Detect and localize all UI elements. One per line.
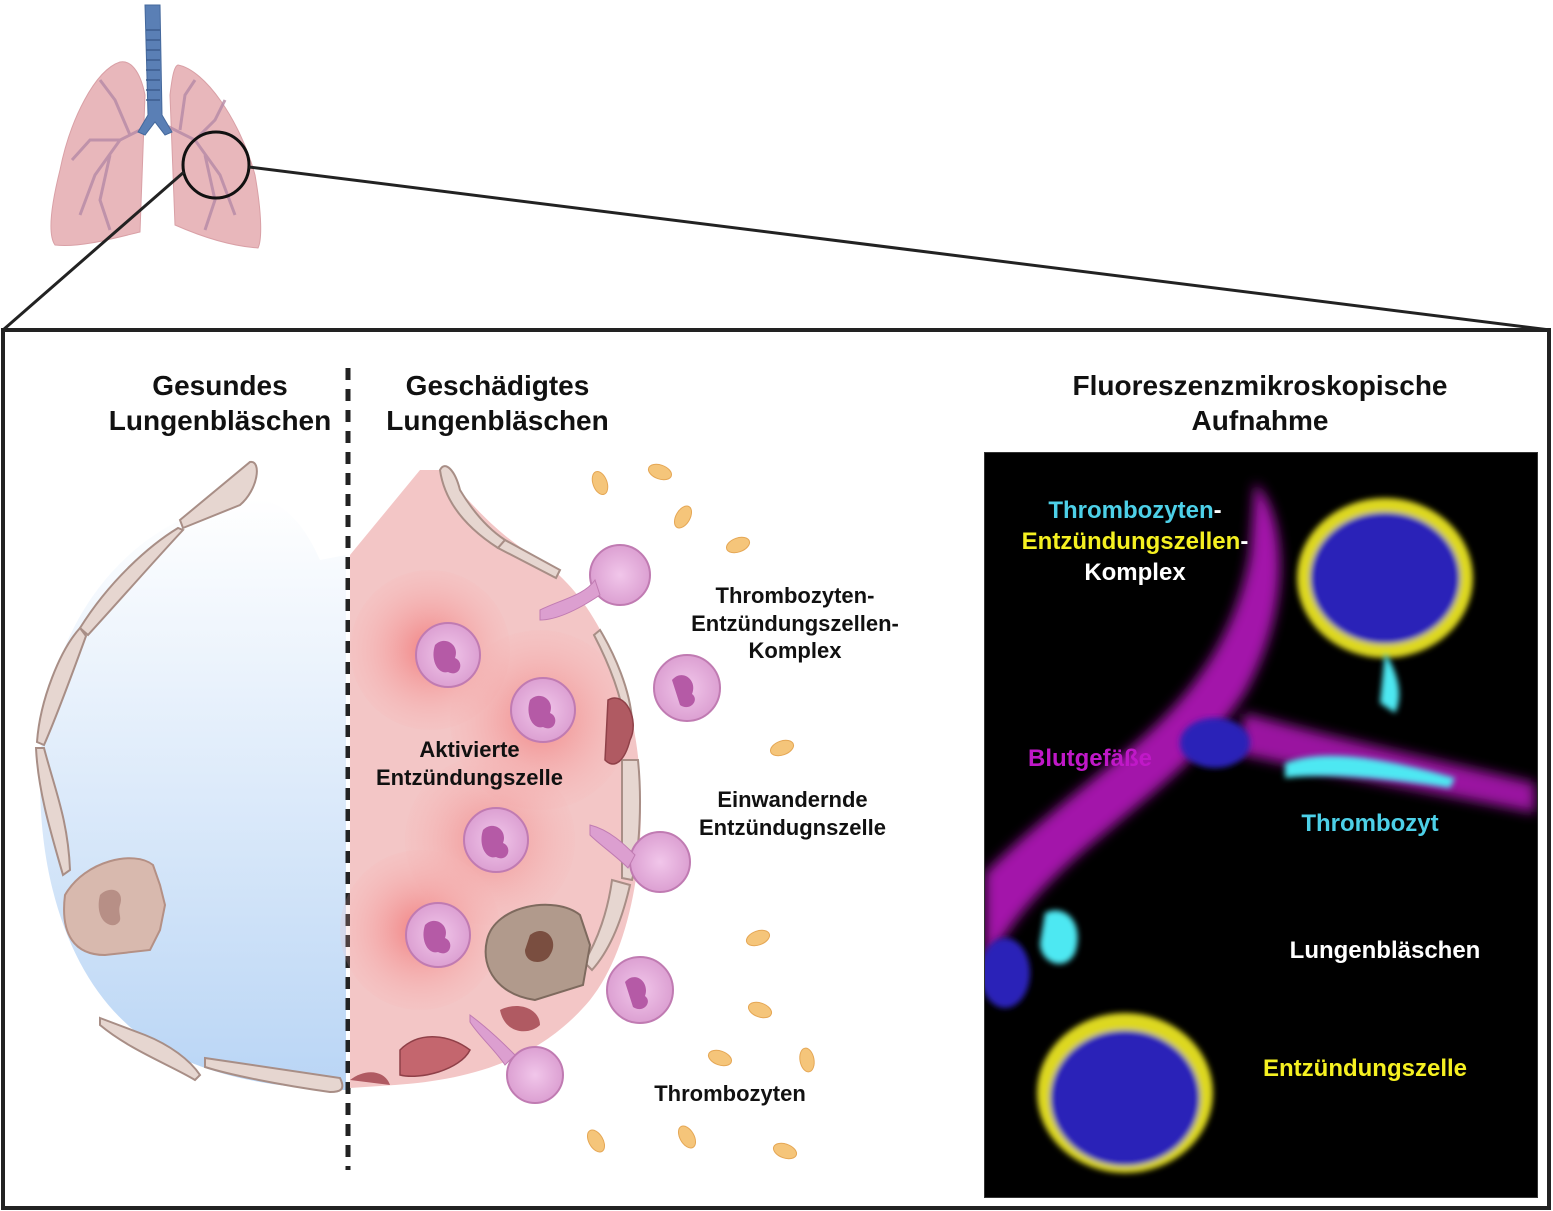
micro-complex-part3: Komplex (1084, 559, 1186, 587)
complex-4 (606, 956, 674, 1024)
activated-cell-4 (405, 902, 471, 968)
complex-annotation-line2: Entzündungszellen- (691, 610, 899, 636)
inflammatory-cell-top (1297, 498, 1473, 658)
activated-cell-3 (463, 807, 529, 873)
complex-1 (539, 544, 651, 621)
platelet-signal (1040, 653, 1455, 964)
microscopy-visual (985, 483, 1535, 1173)
damaged-alveolus (340, 465, 641, 1088)
healthy-title-line1: Gesundes (152, 370, 288, 401)
inflammatory-cell-bottom (1037, 1013, 1213, 1173)
micro-complex-label: Thrombozyten- Entzündungszellen- Komplex (985, 495, 1285, 589)
lungs-illustration (50, 4, 262, 249)
damaged-panel-title: Geschädigtes Lungenbläschen (365, 368, 630, 438)
platelets-group (586, 463, 815, 1160)
complex-annotation-line1: Thrombozyten- (715, 583, 875, 608)
microscopy-title-line1: Fluoreszenzmikroskopische (1072, 370, 1448, 401)
zoom-line-right (248, 165, 1551, 332)
micro-complex-part2: Entzündungszellen (1021, 528, 1241, 556)
damaged-title-line2: Lungenbläschen (386, 405, 609, 436)
complex-5 (469, 1013, 564, 1104)
platelets-annotation: Thrombozyten (654, 1081, 806, 1106)
zoom-circle (181, 130, 251, 200)
complex-3 (589, 824, 691, 893)
healthy-panel-title: Gesundes Lungenbläschen (95, 368, 345, 438)
right-lung (169, 64, 262, 249)
micro-alveolus-label: Lungenbläschen (1289, 937, 1481, 964)
activated-cell-2 (510, 677, 576, 743)
migrating-cell-annotation: Einwandernde Entzündugnszelle (680, 786, 905, 841)
main-frame (1, 328, 1551, 1210)
micro-complex-part1: Thrombozyten (1048, 497, 1214, 524)
activated-cell-line2: Entzündungszelle (376, 764, 563, 790)
platelet-cell-complexes (469, 544, 721, 1104)
micro-complex-dash1: - (1213, 497, 1222, 524)
micro-platelet-label: Thrombozyt (1301, 810, 1439, 837)
left-lung (50, 61, 146, 247)
micro-inflammatory-cell-label: Entzündungszelle (1263, 1055, 1467, 1082)
damaged-title-line1: Geschädigtes (405, 370, 590, 401)
macrophage-healthy (63, 857, 167, 957)
micro-vessels-label: Blutgefäße (1027, 745, 1152, 772)
bronchial-tree (70, 79, 237, 231)
activated-cell-1 (415, 622, 481, 688)
complex-annotation: Thrombozyten- Entzündungszellen- Komplex (670, 582, 920, 665)
activated-cell-annotation: Aktivierte Entzündungszelle (352, 736, 587, 791)
microscopy-title-line2: Aufnahme (1191, 405, 1329, 436)
micro-complex-dash2: - (1240, 528, 1249, 556)
fluorescence-microscopy-image: Thrombozyten- Entzündungszellen- Komplex… (984, 452, 1538, 1198)
complex-annotation-line3: Komplex (748, 638, 842, 663)
zoom-line-left (2, 170, 185, 332)
activated-cell-line1: Aktivierte (419, 737, 520, 762)
macrophage-damaged (484, 903, 592, 1002)
healthy-alveolus (34, 461, 346, 1094)
complex-2 (653, 654, 721, 722)
migrating-cell-line2: Entzündugnszelle (699, 814, 886, 840)
migrating-cell-line1: Einwandernde (717, 787, 868, 812)
healthy-title-line2: Lungenbläschen (108, 405, 332, 436)
microscopy-panel-title: Fluoreszenzmikroskopische Aufnahme (1010, 368, 1510, 438)
